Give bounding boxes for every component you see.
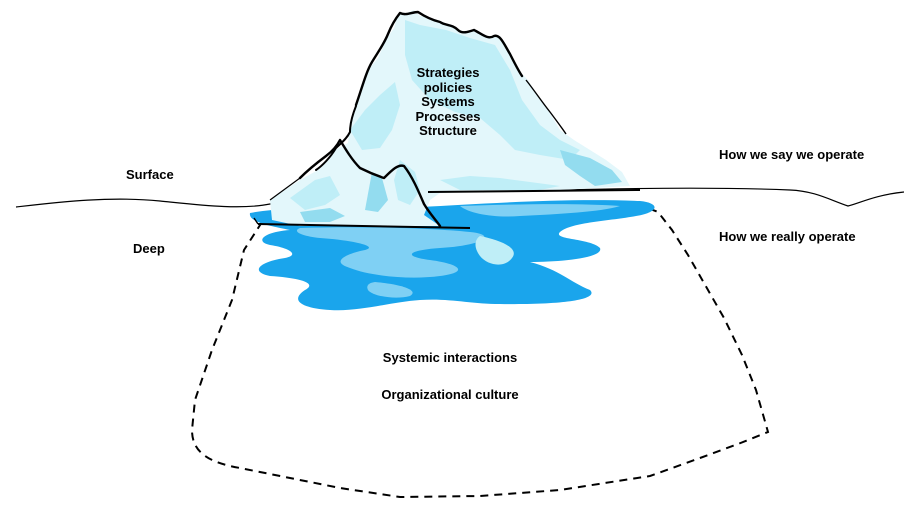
visible-item: policies	[423, 79, 473, 95]
visible-item: Structure	[419, 123, 477, 138]
visible-item: Processes	[415, 108, 481, 124]
iceberg-tip	[253, 10, 641, 229]
deep-label: Deep	[133, 241, 165, 256]
how-we-say-label: How we say we operate	[719, 147, 865, 162]
water-reflection	[249, 200, 655, 311]
surface-label: Surface	[126, 167, 174, 182]
how-we-really-label: How we really operate	[719, 229, 856, 244]
visible-item: Strategies	[416, 65, 480, 80]
visible-items-list: Strategies policies Systems Processes St…	[388, 65, 508, 139]
organizational-culture-label: Organizational culture	[381, 387, 519, 402]
visible-item: Systems	[421, 94, 475, 109]
systemic-interactions-label: Systemic interactions	[382, 350, 518, 365]
